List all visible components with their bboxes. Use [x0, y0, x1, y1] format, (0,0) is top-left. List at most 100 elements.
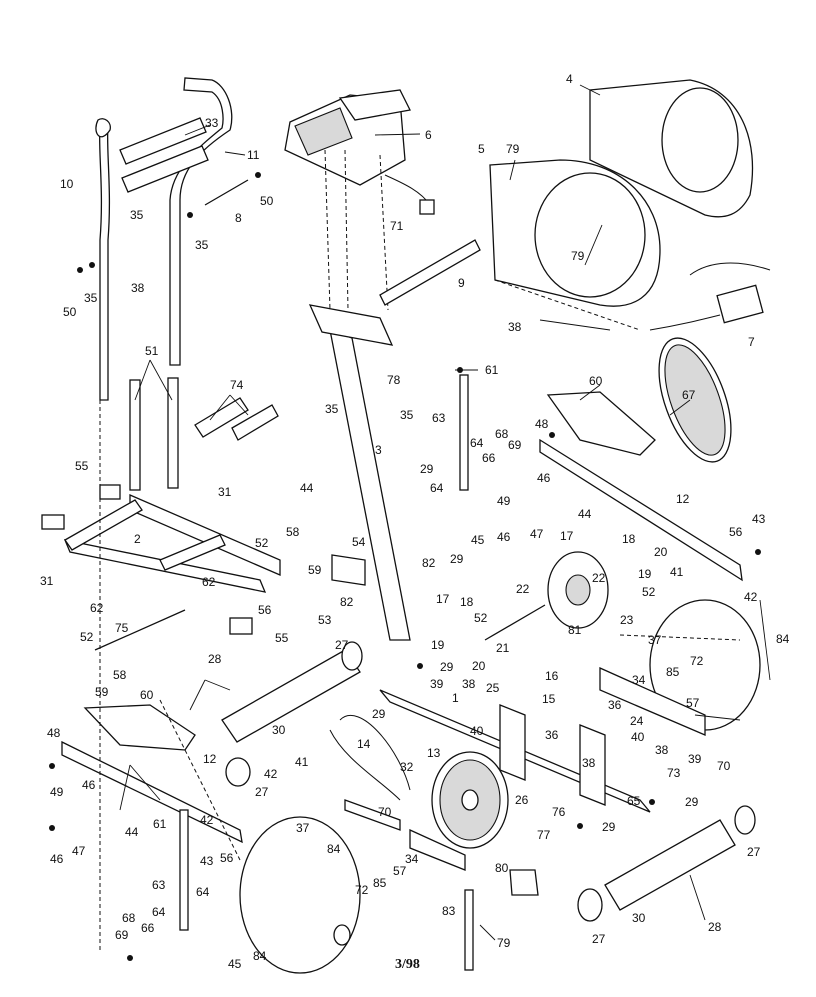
- callout-9: 9: [458, 276, 465, 290]
- callout-labels: 10 33 11 6 4 5 79 35 8 50 35 35 38 50 71…: [40, 72, 790, 971]
- callout-76: 76: [552, 805, 566, 819]
- callout-63: 63: [152, 878, 166, 892]
- callout-42: 42: [200, 813, 214, 827]
- callout-49: 49: [50, 785, 64, 799]
- left-pedal-arm: [61, 704, 243, 844]
- callout-3: 3: [375, 443, 382, 457]
- callout-11: 11: [247, 148, 260, 162]
- callout-84: 84: [327, 842, 341, 856]
- callout-13: 13: [427, 746, 441, 760]
- callout-68: 68: [495, 427, 509, 441]
- callout-36: 36: [608, 698, 622, 712]
- callout-52: 52: [80, 630, 94, 644]
- base-frame-2: [63, 494, 281, 593]
- callout-40: 40: [631, 730, 645, 744]
- callout-52: 52: [642, 585, 656, 599]
- callout-34: 34: [632, 673, 646, 687]
- callout-27: 27: [592, 932, 606, 946]
- callout-47: 47: [72, 844, 86, 858]
- callout-41: 41: [295, 755, 309, 769]
- callout-75: 75: [115, 621, 129, 635]
- callout-2: 2: [134, 532, 141, 546]
- belt-67: [658, 337, 732, 463]
- callout-40: 40: [470, 724, 484, 738]
- callout-25: 25: [486, 681, 500, 695]
- callout-17: 17: [436, 592, 450, 606]
- callout-79: 79: [571, 249, 585, 263]
- callout-60: 60: [140, 688, 154, 702]
- callout-5: 5: [478, 142, 485, 156]
- date-stamp: 3/98: [395, 957, 420, 972]
- callout-20: 20: [654, 545, 668, 559]
- callout-46: 46: [497, 530, 511, 544]
- callout-54: 54: [352, 535, 366, 549]
- callout-7: 7: [748, 335, 755, 349]
- callout-64: 64: [430, 481, 444, 495]
- right-disc-37: [599, 599, 761, 736]
- callout-65: 65: [627, 794, 641, 808]
- callout-52: 52: [255, 536, 269, 550]
- callout-34: 34: [405, 852, 419, 866]
- left-handlebar: [95, 118, 111, 401]
- callout-61: 61: [485, 363, 499, 377]
- axle-75: [94, 609, 186, 651]
- callout-6: 6: [425, 128, 432, 142]
- callout-31: 31: [40, 574, 54, 588]
- callout-12: 12: [676, 492, 690, 506]
- axle-8: [204, 179, 249, 206]
- callout-42: 42: [744, 590, 758, 604]
- callout-20: 20: [472, 659, 486, 673]
- callout-64: 64: [470, 436, 484, 450]
- callout-39: 39: [688, 752, 702, 766]
- front-shroud: [489, 159, 661, 331]
- callout-38: 38: [582, 756, 596, 770]
- callout-22: 22: [516, 582, 530, 596]
- callout-30: 30: [272, 723, 286, 737]
- brackets: [331, 554, 539, 896]
- callout-38: 38: [131, 281, 145, 295]
- callout-48: 48: [47, 726, 61, 740]
- callout-49: 49: [497, 494, 511, 508]
- callout-38: 38: [462, 677, 476, 691]
- belt-14: [329, 714, 411, 801]
- left-disc-37: [239, 816, 361, 974]
- callout-56: 56: [729, 525, 743, 539]
- callout-36: 36: [545, 728, 559, 742]
- callout-50: 50: [63, 305, 77, 319]
- roller-lower: [577, 805, 756, 922]
- adapter-7: [649, 262, 771, 331]
- callout-44: 44: [578, 507, 592, 521]
- callout-45: 45: [228, 957, 242, 971]
- callout-57: 57: [393, 864, 407, 878]
- callout-37: 37: [296, 821, 310, 835]
- callout-10: 10: [60, 177, 74, 191]
- leader-lines: [99, 84, 771, 950]
- callout-12: 12: [203, 752, 217, 766]
- callout-69: 69: [115, 928, 129, 942]
- callout-53: 53: [318, 613, 332, 627]
- callout-79: 79: [506, 142, 520, 156]
- tube-9: [379, 239, 481, 306]
- callout-59: 59: [95, 685, 109, 699]
- callout-46: 46: [82, 778, 96, 792]
- callout-56: 56: [258, 603, 272, 617]
- callout-83: 83: [442, 904, 456, 918]
- callout-35: 35: [325, 402, 339, 416]
- posts-63-83: [179, 374, 474, 971]
- callout-37: 37: [648, 633, 662, 647]
- callout-72: 72: [690, 654, 704, 668]
- callout-62: 62: [90, 601, 104, 615]
- flywheel-23: [547, 551, 609, 629]
- callout-67: 67: [682, 388, 696, 402]
- handlebar-grips: [119, 117, 209, 193]
- main-frame-1: [379, 689, 651, 813]
- callout-55: 55: [275, 631, 289, 645]
- axle-21: [484, 604, 546, 641]
- pulley-32: [431, 751, 509, 849]
- lower-posts-51: [129, 377, 179, 491]
- callout-38: 38: [655, 743, 669, 757]
- callout-66: 66: [141, 921, 155, 935]
- callout-81: 81: [568, 623, 582, 637]
- callout-35: 35: [84, 291, 98, 305]
- callout-66: 66: [482, 451, 496, 465]
